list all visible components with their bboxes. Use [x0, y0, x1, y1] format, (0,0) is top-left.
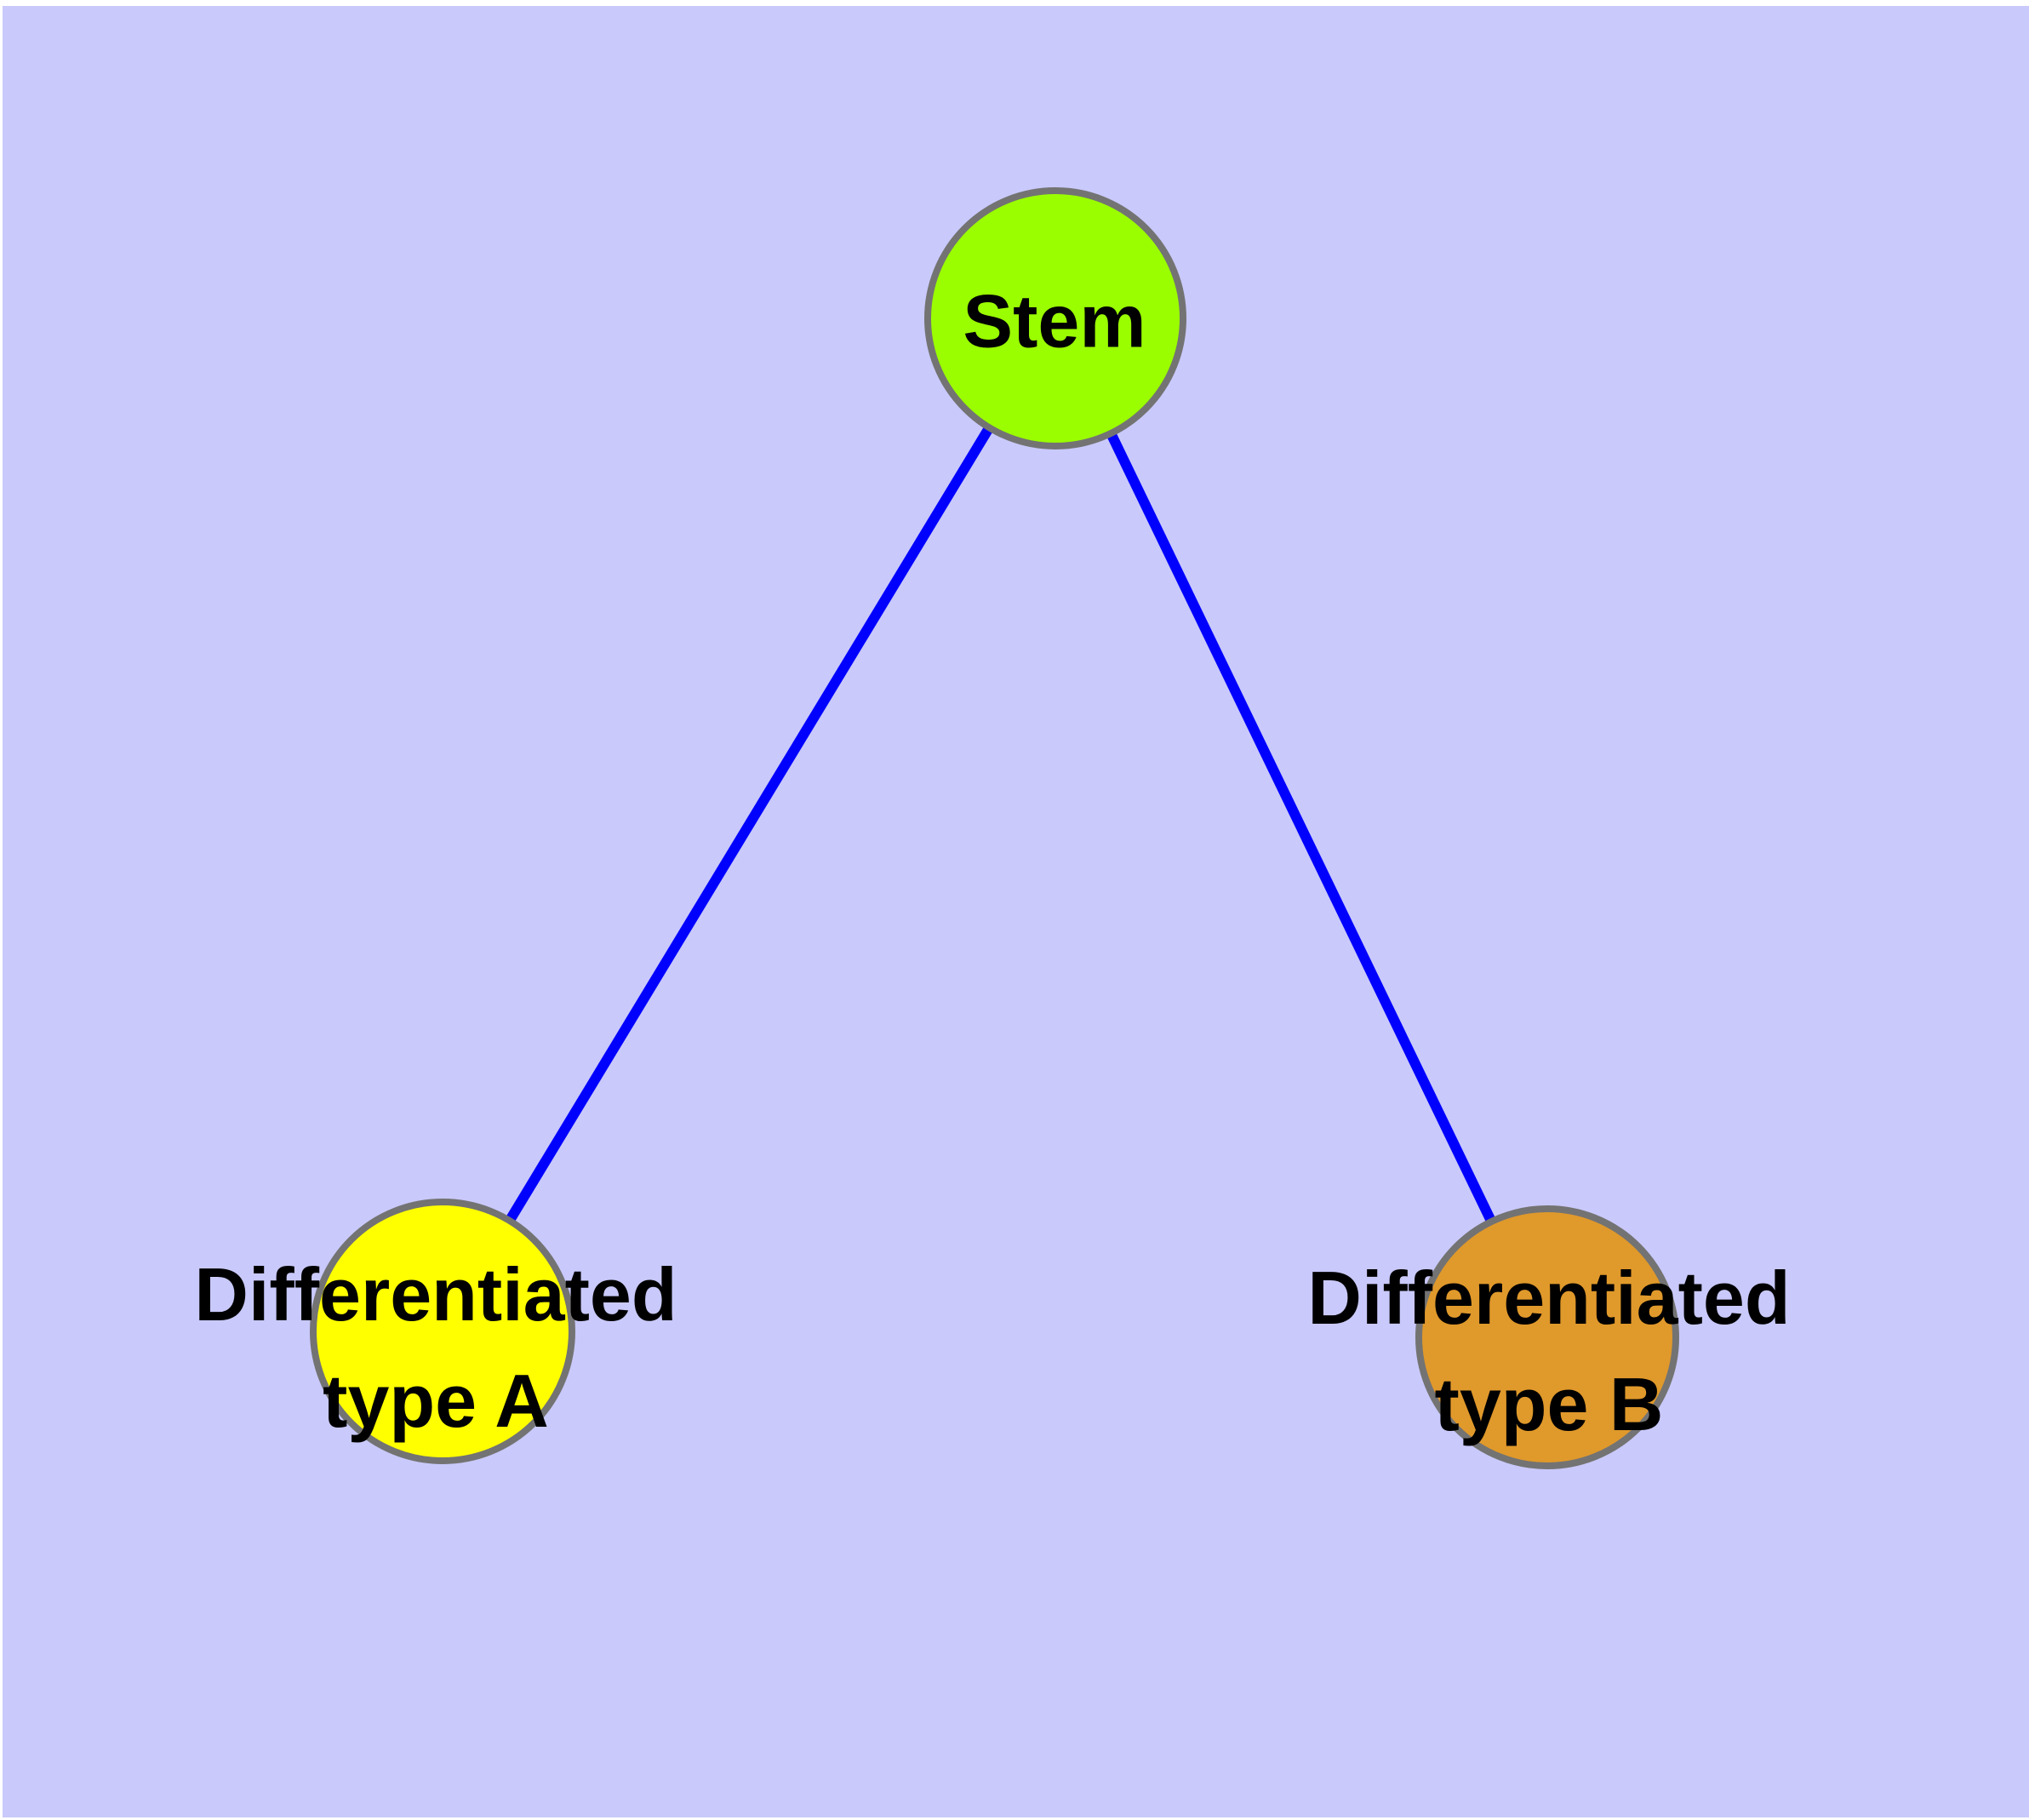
node-type-a-label-line1: Differentiated [194, 1252, 677, 1337]
node-type-b-circle[interactable] [1415, 1205, 1679, 1469]
node-type-a-circle[interactable] [310, 1199, 575, 1464]
edge-stem-to-type-a [437, 315, 1060, 1335]
edge-stem-to-type-b [1050, 316, 1552, 1340]
node-type-b-label-line1: Differentiated [1307, 1256, 1791, 1341]
node-stem-circle[interactable] [924, 187, 1186, 449]
node-stem-label: Stem [963, 278, 1146, 363]
node-type-a-label: Differentiated type A [194, 1242, 677, 1455]
node-type-b-label: Differentiated type B [1307, 1245, 1790, 1458]
node-type-a-label-line2: type A [323, 1359, 549, 1443]
node-type-b-label-line2: type B [1434, 1362, 1664, 1446]
